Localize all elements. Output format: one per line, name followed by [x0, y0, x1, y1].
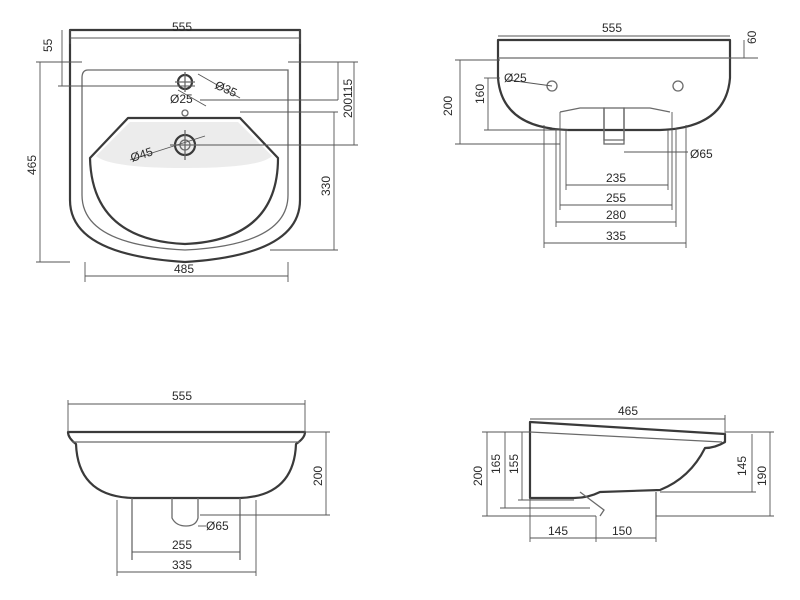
side-view-rim-line: [529, 431, 723, 443]
label-back-height: 200: [311, 466, 325, 486]
label-side-190: 190: [755, 466, 769, 486]
label-top-drain: 200: [341, 98, 355, 118]
top-view-basin: [88, 116, 280, 246]
label-side-200: 200: [471, 466, 485, 486]
label-top-basin-depth: 330: [319, 176, 333, 196]
label-top-basin-width: 485: [174, 262, 194, 276]
label-drain-dia: Ø45: [129, 144, 155, 164]
label-top-width: 555: [172, 20, 192, 34]
top-view-outer-outline: [68, 28, 302, 264]
overflow-hole: [181, 109, 189, 117]
leader-drain: [129, 135, 206, 161]
front-view: 555 60 200 160 Ø25 Ø65 235 255 280 335: [441, 21, 759, 248]
label-tap-dia: Ø35: [213, 78, 240, 100]
label-front-waste-dia: Ø65: [690, 147, 713, 161]
back-view: 555 200 Ø65 255 335: [66, 389, 330, 576]
top-view: 555 485 465 55 115 200 330 Ø35 Ø25 Ø45: [25, 20, 358, 282]
label-front-235: 235: [606, 171, 626, 185]
front-overflow-left: [546, 80, 558, 92]
label-side-d150: 150: [612, 524, 632, 538]
label-front-rim: 60: [745, 30, 759, 44]
label-front-height: 200: [441, 96, 455, 116]
side-view: 465 200 165 155 145 190 145 150: [471, 404, 774, 542]
label-front-280: 280: [606, 208, 626, 222]
label-front-335: 335: [606, 229, 626, 243]
label-side-d145: 145: [548, 524, 568, 538]
front-pedestal-top: [559, 107, 671, 141]
leader-tap: [197, 73, 241, 99]
label-side-155: 155: [507, 454, 521, 474]
label-back-255: 255: [172, 538, 192, 552]
label-front-width: 555: [602, 21, 622, 35]
label-back-335: 335: [172, 558, 192, 572]
label-front-hole-height: 160: [473, 84, 487, 104]
side-view-body: [528, 420, 727, 500]
top-view-rim: [81, 69, 289, 251]
front-waste-pipe: [603, 107, 625, 145]
label-back-width: 555: [172, 389, 192, 403]
label-top-tap: 115: [341, 79, 355, 98]
label-side-145: 145: [735, 456, 749, 476]
label-front-overflow-dia: Ø25: [504, 71, 527, 85]
label-top-depth: 465: [25, 155, 39, 175]
label-overflow-dia: Ø25: [170, 92, 193, 106]
front-overflow-right: [672, 80, 684, 92]
label-back-waste-dia: Ø65: [206, 519, 229, 533]
label-side-depth: 465: [618, 404, 638, 418]
back-waste-trap: [171, 498, 199, 527]
side-view-waste: [579, 491, 605, 517]
label-side-165: 165: [489, 454, 503, 474]
leader-overflow: [177, 89, 207, 107]
label-front-255: 255: [606, 191, 626, 205]
front-view-bowl: [496, 38, 732, 132]
leader-front-overflow: [507, 79, 553, 87]
label-top-margin: 55: [41, 38, 55, 52]
